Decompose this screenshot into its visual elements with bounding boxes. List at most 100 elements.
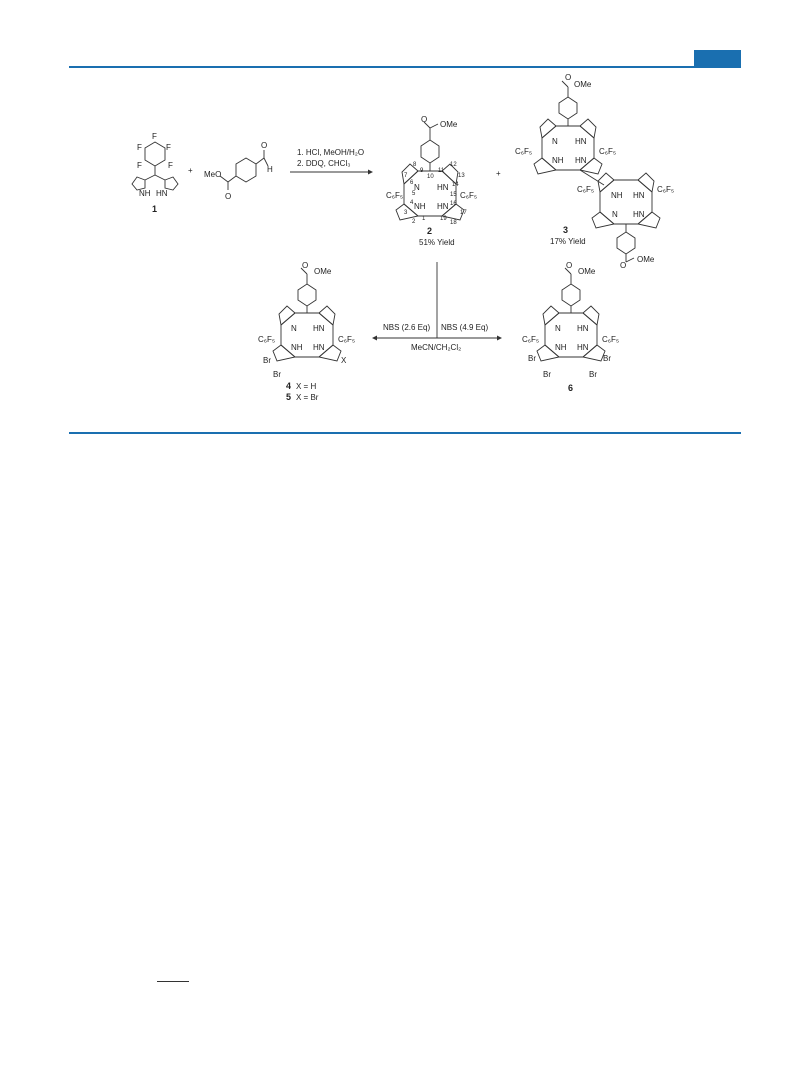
- compound-number-2: 2: [427, 226, 432, 236]
- step2-left-condition: NBS (2.6 Eq): [383, 323, 430, 332]
- nh-label: NH: [414, 202, 426, 211]
- methyl-ester-label: OMe: [440, 120, 458, 129]
- pyrrole-nh-label: HN: [156, 189, 168, 198]
- plus-sign: +: [496, 169, 501, 178]
- compound-5-definition: X = Br: [296, 393, 319, 402]
- oxygen-label: O: [620, 261, 626, 270]
- pentafluorophenyl-label: C₆F₅: [602, 335, 619, 344]
- compound-2-structure: O OMe N HN NH HN C₆F₅ C₆F₅ 8 7 6 5 4 3 2…: [386, 115, 477, 247]
- fluorine-label: F: [168, 161, 173, 170]
- position-number: 19: [440, 216, 447, 222]
- position-number: 11: [438, 168, 445, 174]
- position-number: 5: [412, 191, 416, 197]
- pentafluorophenyl-label: C₆F₅: [599, 147, 616, 156]
- nitrogen-label: N: [414, 183, 420, 192]
- position-number: 15: [450, 192, 457, 198]
- methyl-ester-label: OMe: [637, 255, 655, 264]
- compound-number-4: 4: [286, 381, 291, 391]
- pentafluorophenyl-label: C₆F₅: [338, 335, 355, 344]
- nitrogen-label: N: [291, 324, 297, 333]
- bromine-label: Br: [273, 370, 281, 379]
- nh-label: NH: [552, 156, 564, 165]
- nitrogen-label: N: [612, 210, 618, 219]
- position-number: 8: [413, 162, 417, 168]
- position-number: 7: [404, 173, 408, 179]
- fluorine-label: F: [152, 132, 157, 141]
- step1-condition-2: 2. DDQ, CHCl₃: [297, 159, 350, 168]
- compound-6-structure: O OMe N HN NH HN C₆F₅ C₆F₅ Br Br Br Br 6: [522, 261, 619, 393]
- oxygen-label: O: [225, 192, 231, 201]
- pentafluorophenyl-label: C₆F₅: [515, 147, 532, 156]
- bromine-label: Br: [528, 354, 536, 363]
- bromine-label: Br: [589, 370, 597, 379]
- nh-label: NH: [291, 343, 303, 352]
- scheme-bottom-rule: [69, 432, 741, 434]
- compound-number-1: 1: [152, 204, 157, 214]
- methoxy-label: MeO: [204, 170, 221, 179]
- reaction-arrow-step1: 1. HCl, MeOH/H₂O 2. DDQ, CHCl₃: [290, 148, 373, 175]
- oxygen-label: O: [302, 261, 308, 270]
- nh-label: NH: [555, 343, 567, 352]
- position-number: 12: [450, 162, 457, 168]
- bromine-label: Br: [263, 356, 271, 365]
- position-number: 4: [410, 200, 414, 206]
- pentafluorophenyl-label: C₆F₅: [258, 335, 275, 344]
- position-number: 17: [460, 210, 467, 216]
- nh-label: HN: [437, 202, 449, 211]
- reaction-arrows-step2: NBS (2.6 Eq) NBS (4.9 Eq) MeCN/CH₂Cl₂: [372, 262, 502, 352]
- yield-label-3: 17% Yield: [550, 237, 586, 246]
- position-number: 1: [422, 216, 426, 222]
- nh-label: HN: [575, 156, 587, 165]
- methyl-ester-label: OMe: [574, 80, 592, 89]
- pyrrole-nh-label: NH: [139, 189, 151, 198]
- compound-3-structure: O OMe N HN NH HN C₆F₅ C₆F₅ NH HN N HN C₆…: [515, 73, 674, 270]
- nh-label: NH: [611, 191, 623, 200]
- compound-number-6: 6: [568, 383, 573, 393]
- fluorine-label: F: [137, 161, 142, 170]
- step2-right-condition: NBS (4.9 Eq): [441, 323, 488, 332]
- plus-sign: +: [188, 166, 193, 175]
- oxygen-label: O: [565, 73, 571, 82]
- pentafluorophenyl-label: C₆F₅: [657, 185, 674, 194]
- compound-4-definition: X = H: [296, 382, 316, 391]
- fluorine-label: F: [166, 143, 171, 152]
- nh-label: HN: [313, 343, 325, 352]
- bromine-label: Br: [543, 370, 551, 379]
- oxygen-label: O: [261, 141, 267, 150]
- pentafluorophenyl-label: C₆F₅: [386, 191, 403, 200]
- position-number: 14: [452, 182, 459, 188]
- position-number: 16: [450, 201, 457, 207]
- nh-label: HN: [633, 191, 645, 200]
- position-number: 10: [427, 174, 434, 180]
- step2-solvent: MeCN/CH₂Cl₂: [411, 343, 461, 352]
- step1-condition-1: 1. HCl, MeOH/H₂O: [297, 148, 364, 157]
- position-number: 3: [404, 210, 408, 216]
- nh-label: HN: [437, 183, 449, 192]
- journal-header-tab: [694, 50, 741, 66]
- yield-label-2: 51% Yield: [419, 238, 455, 247]
- header-rule: [69, 66, 741, 68]
- nh-label: HN: [577, 343, 589, 352]
- oxygen-label: O: [566, 261, 572, 270]
- compound-4-5-structure: O OMe N HN NH HN C₆F₅ C₆F₅ Br Br X 4 X =…: [258, 261, 355, 402]
- position-number: 9: [420, 168, 424, 174]
- hydrogen-label: H: [267, 165, 273, 174]
- bromine-label: Br: [603, 354, 611, 363]
- methyl-ester-label: OMe: [578, 267, 596, 276]
- compound-number-5: 5: [286, 392, 291, 402]
- methyl-ester-label: OMe: [314, 267, 332, 276]
- nh-label: HN: [633, 210, 645, 219]
- nitrogen-label: N: [555, 324, 561, 333]
- nh-label: HN: [577, 324, 589, 333]
- compound-1-structure: F F F F F NH HN 1: [131, 132, 179, 214]
- position-number: 18: [450, 220, 457, 226]
- position-number: 6: [410, 180, 414, 186]
- substituent-x-label: X: [341, 356, 347, 365]
- fluorine-label: F: [137, 143, 142, 152]
- position-number: 13: [458, 173, 465, 179]
- nh-label: HN: [313, 324, 325, 333]
- pentafluorophenyl-label: C₆F₅: [460, 191, 477, 200]
- position-number: 2: [412, 219, 416, 225]
- oxygen-label: O: [421, 115, 427, 124]
